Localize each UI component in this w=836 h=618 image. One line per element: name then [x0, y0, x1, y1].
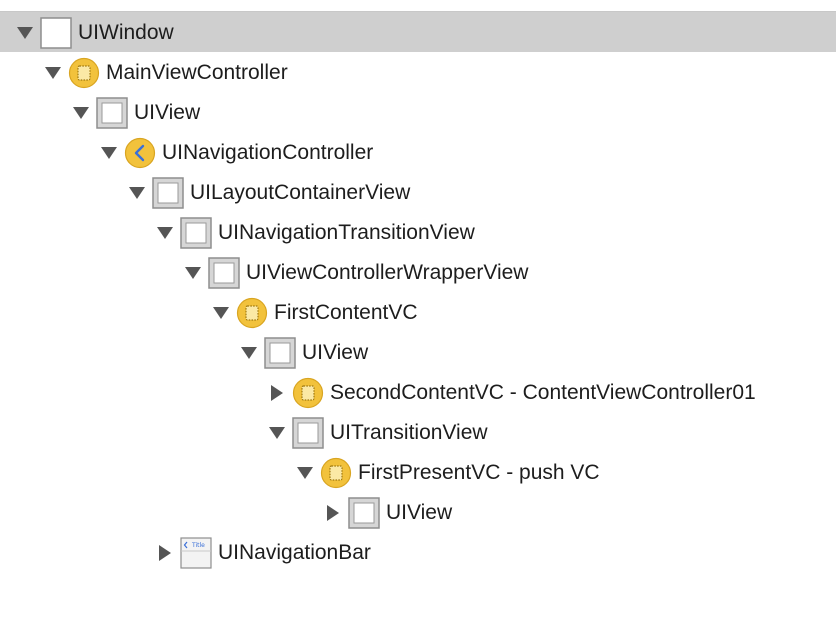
- tree-row[interactable]: SecondContentVC - ContentViewController0…: [0, 372, 836, 412]
- tree-row[interactable]: UITransitionView: [0, 412, 836, 452]
- disclosure-triangle-expanded-icon[interactable]: [72, 105, 90, 121]
- tree-row-label[interactable]: FirstContentVC: [274, 301, 418, 324]
- tree-row-label[interactable]: UIView: [134, 101, 201, 124]
- view-icon: [292, 417, 324, 449]
- tree-row-label[interactable]: UITransitionView: [330, 421, 488, 444]
- view-controller-icon: [68, 57, 100, 89]
- disclosure-triangle-collapsed-icon[interactable]: [324, 505, 342, 521]
- top-border: [0, 0, 836, 12]
- view-icon: [264, 337, 296, 369]
- disclosure-triangle-expanded-icon[interactable]: [128, 185, 146, 201]
- navigation-bar-icon: Title: [180, 537, 212, 569]
- disclosure-triangle-expanded-icon[interactable]: [268, 425, 286, 441]
- tree-row-label[interactable]: UILayoutContainerView: [190, 181, 411, 204]
- disclosure-triangle-expanded-icon[interactable]: [240, 345, 258, 361]
- tree-row[interactable]: UIView: [0, 492, 836, 532]
- tree-row-label[interactable]: UINavigationTransitionView: [218, 221, 475, 244]
- view-icon: [180, 217, 212, 249]
- view-icon: [96, 97, 128, 129]
- view-icon: [348, 497, 380, 529]
- tree-row[interactable]: UILayoutContainerView: [0, 172, 836, 212]
- view-controller-icon: [320, 457, 352, 489]
- disclosure-triangle-expanded-icon[interactable]: [100, 145, 118, 161]
- tree-row[interactable]: UINavigationTransitionView: [0, 212, 836, 252]
- tree-row[interactable]: UIWindow: [0, 12, 836, 52]
- window-icon: [40, 17, 72, 49]
- tree-row[interactable]: Title UINavigationBar: [0, 532, 836, 572]
- tree-row-label[interactable]: FirstPresentVC - push VC: [358, 461, 600, 484]
- tree-row-label[interactable]: UIView: [386, 501, 453, 524]
- tree-row[interactable]: MainViewController: [0, 52, 836, 92]
- tree-row[interactable]: UIView: [0, 92, 836, 132]
- view-icon: [208, 257, 240, 289]
- disclosure-triangle-expanded-icon[interactable]: [156, 225, 174, 241]
- tree-row[interactable]: FirstPresentVC - push VC: [0, 452, 836, 492]
- navigation-bar-icon-title: Title: [191, 542, 205, 549]
- tree-row-label[interactable]: UIWindow: [78, 21, 174, 44]
- disclosure-triangle-collapsed-icon[interactable]: [156, 545, 174, 561]
- tree-row[interactable]: UIViewControllerWrapperView: [0, 252, 836, 292]
- tree-row-label[interactable]: SecondContentVC - ContentViewController0…: [330, 381, 756, 404]
- view-controller-icon: [292, 377, 324, 409]
- tree-row-label[interactable]: UINavigationBar: [218, 541, 371, 564]
- view-controller-icon: [236, 297, 268, 329]
- tree-row-label[interactable]: UINavigationController: [162, 141, 374, 164]
- tree-row[interactable]: UIView: [0, 332, 836, 372]
- tree-row[interactable]: FirstContentVC: [0, 292, 836, 332]
- disclosure-triangle-expanded-icon[interactable]: [296, 465, 314, 481]
- disclosure-triangle-expanded-icon[interactable]: [16, 25, 34, 41]
- view-icon: [152, 177, 184, 209]
- disclosure-triangle-expanded-icon[interactable]: [212, 305, 230, 321]
- navigation-controller-icon: [124, 137, 156, 169]
- tree-row[interactable]: UINavigationController: [0, 132, 836, 172]
- tree-row-label[interactable]: UIViewControllerWrapperView: [246, 261, 529, 284]
- tree-row-label[interactable]: MainViewController: [106, 61, 288, 84]
- disclosure-triangle-expanded-icon[interactable]: [184, 265, 202, 281]
- disclosure-triangle-collapsed-icon[interactable]: [268, 385, 286, 401]
- tree-row-label[interactable]: UIView: [302, 341, 369, 364]
- disclosure-triangle-expanded-icon[interactable]: [44, 65, 62, 81]
